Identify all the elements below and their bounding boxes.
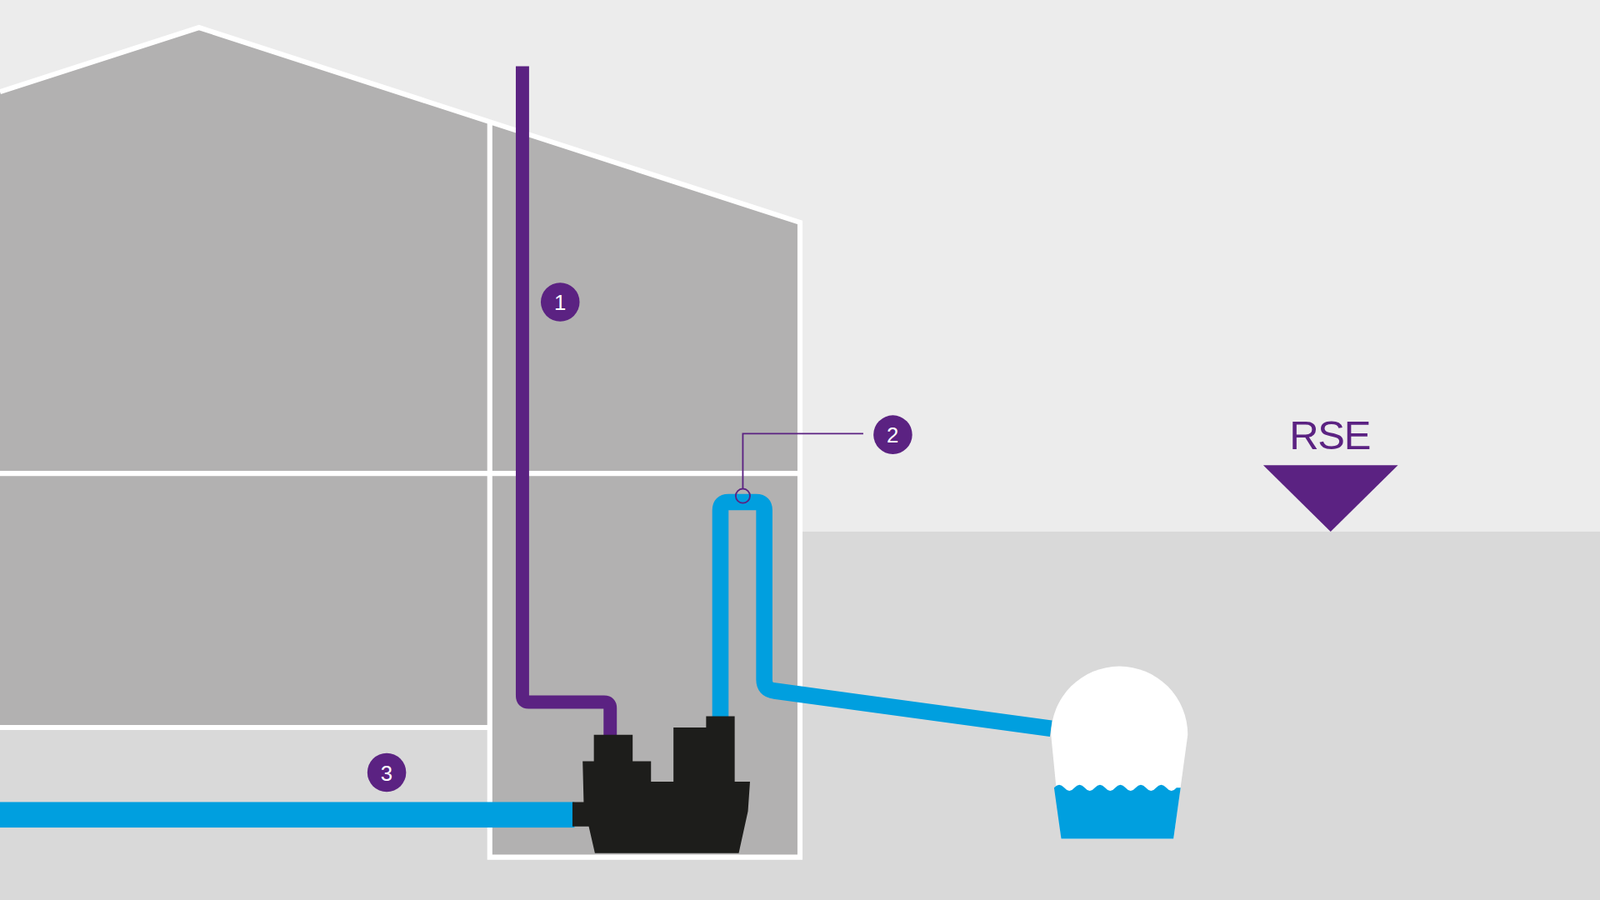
sewer-pipe [1050,666,1188,840]
inflow-pipe [0,801,575,828]
backflow-level-triangle [1263,465,1399,532]
callout-number: 3 [380,761,393,784]
floor-line [0,470,800,476]
floor-line [0,725,490,730]
house-section [0,27,800,858]
backflow-level-label: RSE [1289,414,1370,455]
leader-line [742,433,863,489]
callout-circle [367,753,407,793]
callout-circle [540,282,580,322]
vent-pipe [522,66,610,737]
sewer-water [1054,785,1181,840]
callout-marker [735,489,750,504]
callout-circle [873,415,913,455]
discharge-pipe-loop [720,501,1051,729]
callout-number: 1 [554,291,566,314]
house-outline [0,27,800,858]
callout-number: 2 [886,424,899,446]
pump-unit [572,716,750,854]
